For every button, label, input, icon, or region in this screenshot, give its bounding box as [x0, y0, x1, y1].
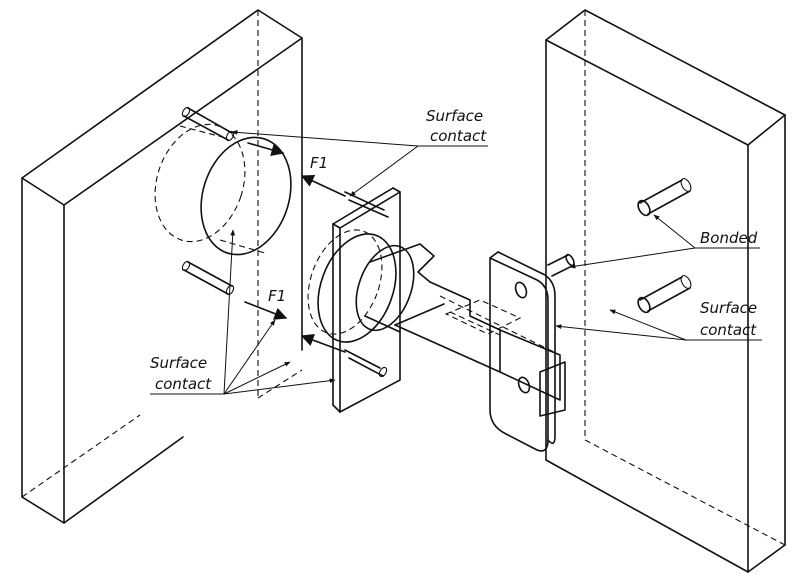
force-arrow-top: [247, 142, 285, 156]
left-wall-block: [21, 9, 303, 524]
leader-lines: [150, 130, 762, 395]
shaft: [394, 281, 561, 401]
force-arrow-lower-in: [244, 301, 288, 320]
force-arrows: [244, 142, 346, 353]
force-arrow-upper: [300, 175, 346, 197]
right-bracket-plate: [489, 251, 575, 452]
left-wall-pins: [181, 106, 235, 296]
label-surface-contact-left-line2: contact: [155, 375, 212, 393]
collar-cylinder: [355, 243, 445, 333]
label-surface-contact-top-line2: contact: [430, 127, 487, 145]
label-surface-contact-top-line1: Surface: [426, 107, 483, 125]
right-wall-pins: [637, 178, 692, 314]
label-surface-contact-right-line2: contact: [700, 321, 757, 339]
label-surface-contact-left-line1: Surface: [150, 354, 207, 372]
label-force-upper: F1: [310, 154, 328, 172]
force-arrow-lower-out: [300, 334, 346, 353]
label-surface-contact-right-line1: Surface: [700, 299, 757, 317]
left-flange-plate: [307, 187, 401, 413]
label-bonded: Bonded: [700, 229, 758, 247]
label-force-lower: F1: [268, 287, 286, 305]
right-wall-block: [545, 9, 786, 573]
